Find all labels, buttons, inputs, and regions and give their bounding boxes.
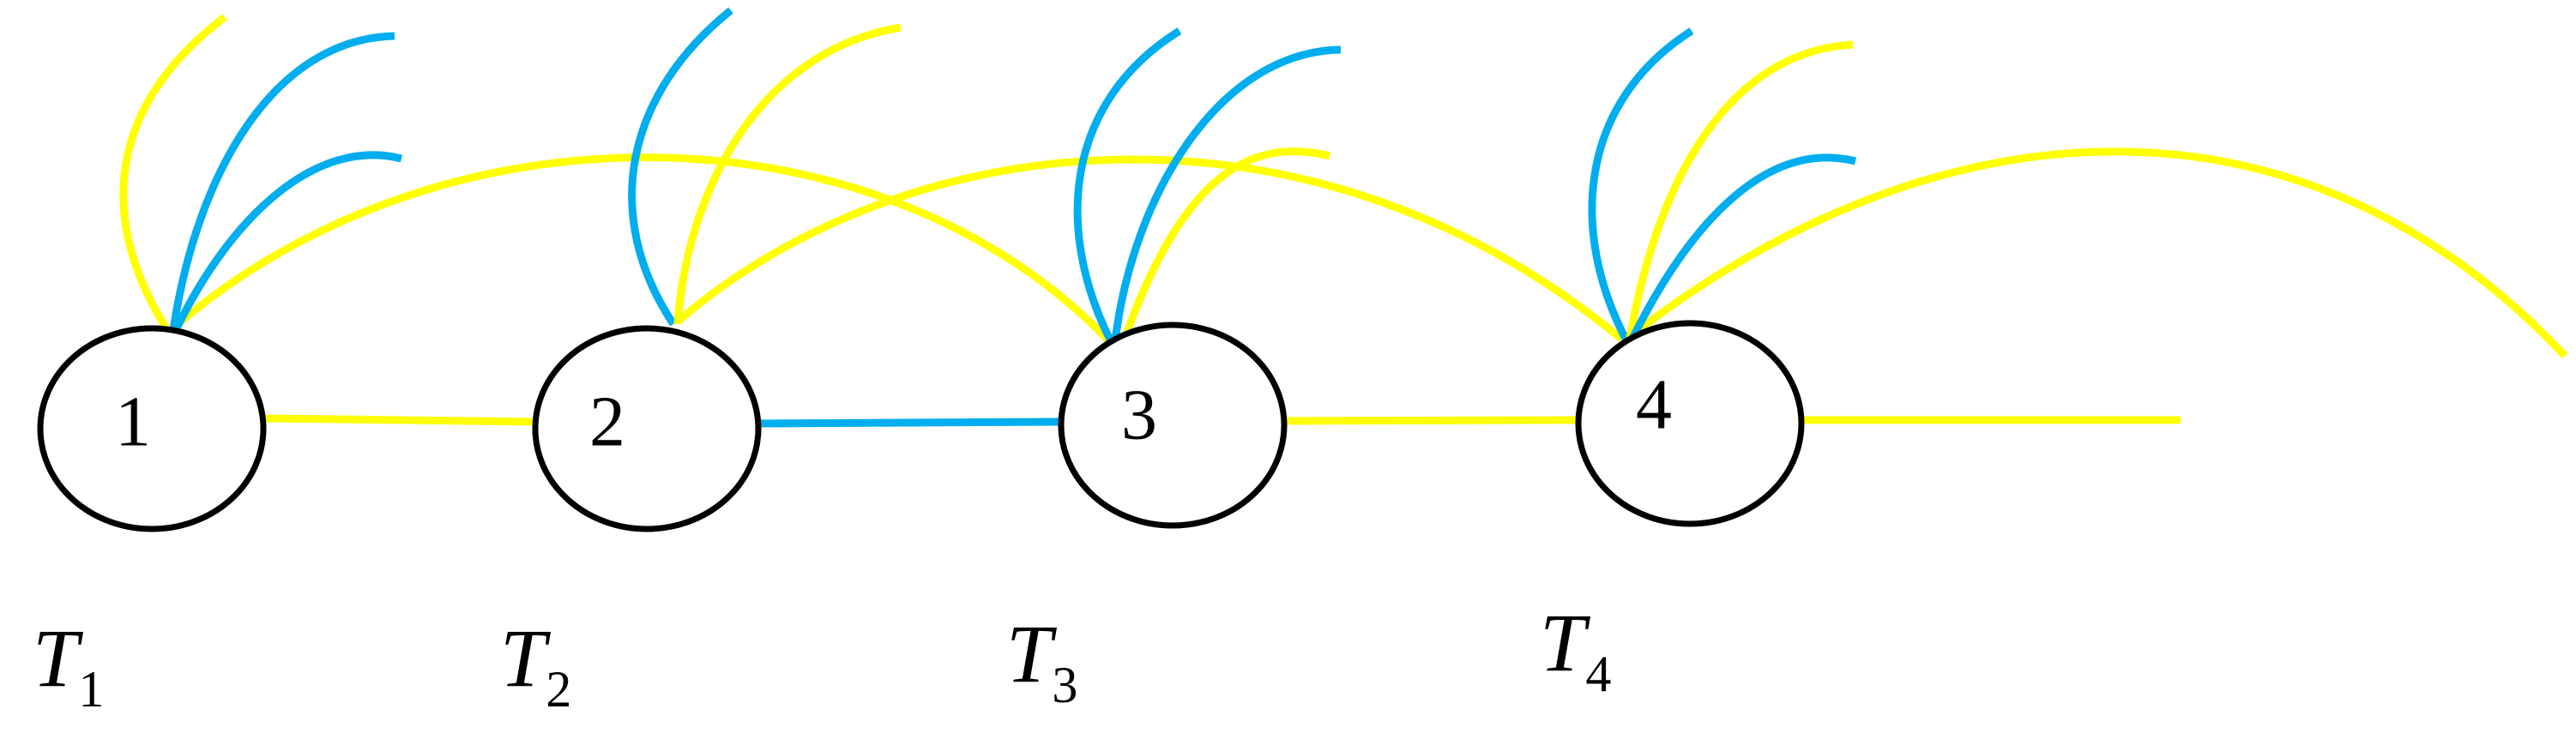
node-2-label: 2 — [589, 382, 625, 461]
time-label-2-sub: 2 — [546, 661, 571, 718]
time-label-2-main: T — [500, 612, 552, 704]
node-1-strand-blue-outer — [169, 32, 395, 331]
node-1-label: 1 — [115, 382, 151, 461]
time-labels: T1 T2 T3 T4 — [33, 597, 1611, 718]
node-2-circle — [532, 325, 762, 532]
node-4: 4 — [1575, 320, 1805, 527]
node-2-strand-yellow — [673, 23, 902, 325]
node-3-label: 3 — [1121, 375, 1157, 454]
time-label-3-main: T — [1006, 608, 1058, 700]
time-label-3-sub: 3 — [1052, 657, 1077, 713]
link-2-3 — [758, 418, 1063, 428]
node-4-label: 4 — [1636, 364, 1672, 444]
node-1-circle — [37, 325, 267, 532]
time-label-3: T3 — [1006, 608, 1077, 713]
node-1-strand-blue-inner — [172, 151, 403, 332]
link-1-2 — [263, 414, 538, 426]
node-2-strands — [628, 7, 902, 327]
link-3-4 — [1283, 416, 1579, 425]
node-3: 3 — [1058, 321, 1288, 529]
node-3-strands — [1073, 27, 1342, 344]
node-1: 1 — [37, 325, 267, 532]
node-4-strand-yellow — [1626, 40, 1854, 339]
arc-2-to-4 — [675, 155, 1624, 342]
time-label-4-main: T — [1540, 597, 1591, 688]
node-4-circle — [1575, 320, 1805, 527]
time-label-2: T2 — [500, 612, 571, 718]
node-4-strand-blue-inner — [1628, 153, 1857, 340]
node-3-strand-blue-outer — [1073, 27, 1182, 344]
time-label-1-main: T — [33, 612, 84, 704]
time-label-4-sub: 4 — [1585, 646, 1611, 702]
long-range-arcs — [173, 147, 2568, 359]
node-4-strands — [1588, 27, 1857, 341]
time-label-1: T1 — [33, 612, 104, 718]
chain-links — [263, 414, 2181, 428]
node-2-strand-blue — [628, 7, 733, 327]
node-3-circle — [1058, 321, 1288, 529]
time-label-1-sub: 1 — [78, 661, 104, 718]
time-label-4: T4 — [1540, 597, 1611, 702]
node-4-strand-blue-outer — [1588, 27, 1694, 341]
arc-4-outgoing — [1636, 147, 2568, 359]
node-1-strands — [119, 14, 403, 333]
node-3-strand-blue-inner — [1111, 45, 1342, 342]
node-2: 2 — [532, 325, 762, 532]
arc-1-to-3 — [173, 153, 1114, 346]
arc-3-to-node — [1119, 147, 1331, 343]
node-1-strand-yellow — [119, 14, 227, 333]
